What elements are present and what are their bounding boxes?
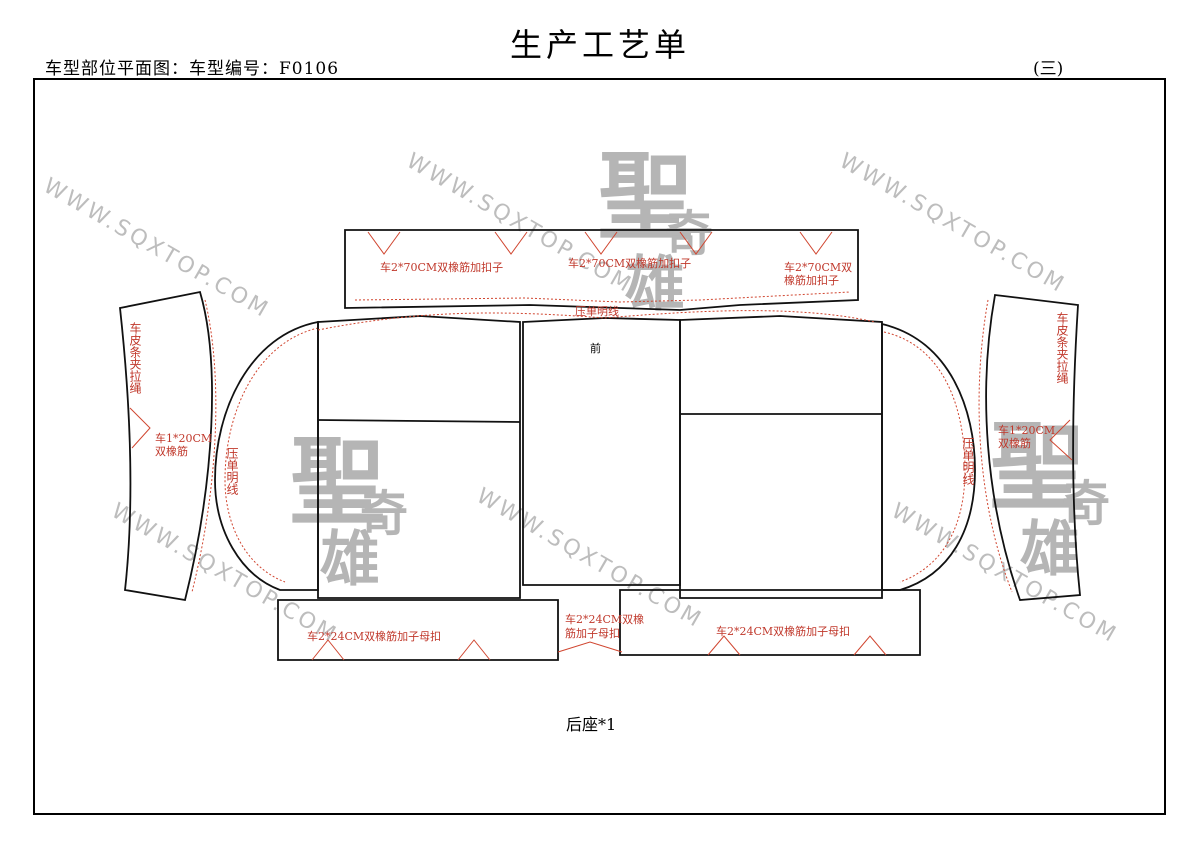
right-elastic-2: 双橡筋 [998, 436, 1031, 450]
left-side-piece [119, 290, 217, 602]
right-elastic-1: 车1*20CM [998, 423, 1055, 437]
seat-body-piece [214, 310, 976, 599]
bottom-right-note: 车2*24CM双橡筋加子母扣 [716, 624, 850, 638]
bottom-strip-right-piece [619, 589, 921, 656]
top-note-3: 车2*70CM双 [784, 260, 852, 274]
top-note-4: 橡筋加扣子 [784, 273, 839, 287]
left-strip-note: 车皮条夹拉绳 [128, 321, 142, 394]
press-line-top: 压单明线 [575, 304, 619, 318]
right-strip-note: 车皮条夹拉绳 [1055, 311, 1069, 384]
watermark-logo-left-big: 聖 [290, 428, 385, 538]
watermark-url-3: WWW.SQXTOP.COM [835, 149, 1070, 299]
left-elastic-1: 车1*20CM [155, 431, 212, 445]
document-title: 生产工艺单 [509, 26, 690, 64]
watermark-logo-right-small-2: 雄 [1020, 515, 1080, 585]
bottom-center-notch [557, 641, 623, 653]
watermark-logo-left-small-2: 雄 [320, 525, 380, 595]
top-note-2: 车2*70CM双橡筋加扣子 [568, 256, 691, 270]
watermark-logo-top-small-1: 奇 [665, 206, 713, 262]
right-press-line: 压单明线 [961, 437, 975, 485]
watermark-logo-right-small-1: 奇 [1062, 476, 1110, 532]
right-side-piece [978, 294, 1081, 601]
drawing-frame [33, 78, 1166, 815]
watermark-logo-left-small-1: 奇 [360, 486, 408, 542]
model-subtitle: 车型部位平面图：车型编号：F0106 [45, 59, 340, 79]
top-strip-piece [344, 229, 859, 311]
bottom-strip-left-piece [277, 599, 559, 661]
bottom-left-note: 车2*24CM双橡筋加子母扣 [307, 629, 441, 643]
front-label: 前 [590, 341, 601, 355]
bottom-middle-note-2: 筋加子母扣 [565, 626, 620, 640]
watermark-logo-top-big: 聖 [598, 143, 693, 253]
watermark-url-5: WWW.SQXTOP.COM [472, 484, 707, 634]
watermark-layer: WWW.SQXTOP.COM WWW.SQXTOP.COM WWW.SQXTOP… [39, 143, 1122, 649]
left-elastic-2: 双橡筋 [155, 444, 188, 458]
watermark-logo-right-big: 聖 [990, 413, 1085, 523]
piece-caption: 后座*1 [566, 715, 616, 734]
bottom-middle-note-1: 车2*24CM双橡 [565, 612, 644, 626]
left-press-line: 压单明线 [225, 447, 239, 495]
top-note-1: 车2*70CM双橡筋加扣子 [380, 260, 503, 274]
page-label: (三) [1033, 59, 1064, 79]
